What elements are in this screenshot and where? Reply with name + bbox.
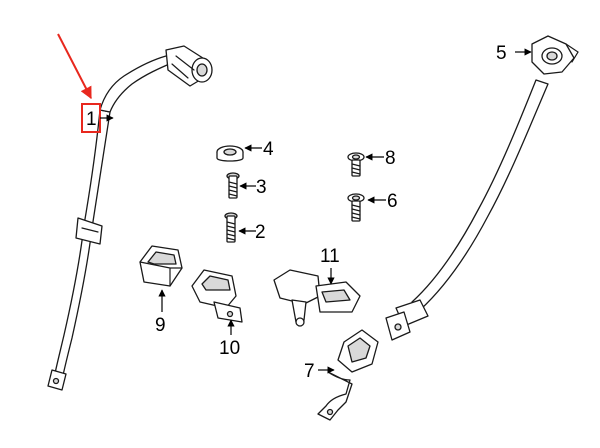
part-7-buckle[interactable] bbox=[317, 329, 379, 421]
callout-10[interactable]: 10 bbox=[219, 338, 240, 359]
part-10-buckle[interactable] bbox=[191, 269, 243, 323]
callout-9[interactable]: 9 bbox=[155, 315, 166, 336]
callout-5[interactable]: 5 bbox=[496, 43, 507, 64]
callout-4[interactable]: 4 bbox=[263, 139, 274, 160]
part-8-bolt[interactable] bbox=[347, 152, 365, 177]
highlight-arrow bbox=[57, 33, 92, 100]
callout-7[interactable]: 7 bbox=[304, 361, 315, 382]
part-11-buckle[interactable] bbox=[273, 269, 361, 327]
callout-6[interactable]: 6 bbox=[387, 191, 398, 212]
callout-3[interactable]: 3 bbox=[256, 177, 267, 198]
part-3-bolt[interactable] bbox=[226, 172, 240, 199]
callout-1[interactable]: 1 bbox=[86, 109, 97, 130]
part-5-seat-belt[interactable] bbox=[385, 35, 579, 341]
callout-2[interactable]: 2 bbox=[255, 222, 266, 243]
part-9-buckle-cover[interactable] bbox=[139, 245, 183, 287]
part-1-seat-belt[interactable] bbox=[47, 45, 213, 391]
part-4-washer[interactable] bbox=[216, 145, 244, 162]
part-6-bolt[interactable] bbox=[347, 193, 365, 222]
callout-11[interactable]: 11 bbox=[320, 246, 340, 267]
part-2-bolt[interactable] bbox=[224, 212, 238, 243]
callout-8[interactable]: 8 bbox=[385, 148, 396, 169]
